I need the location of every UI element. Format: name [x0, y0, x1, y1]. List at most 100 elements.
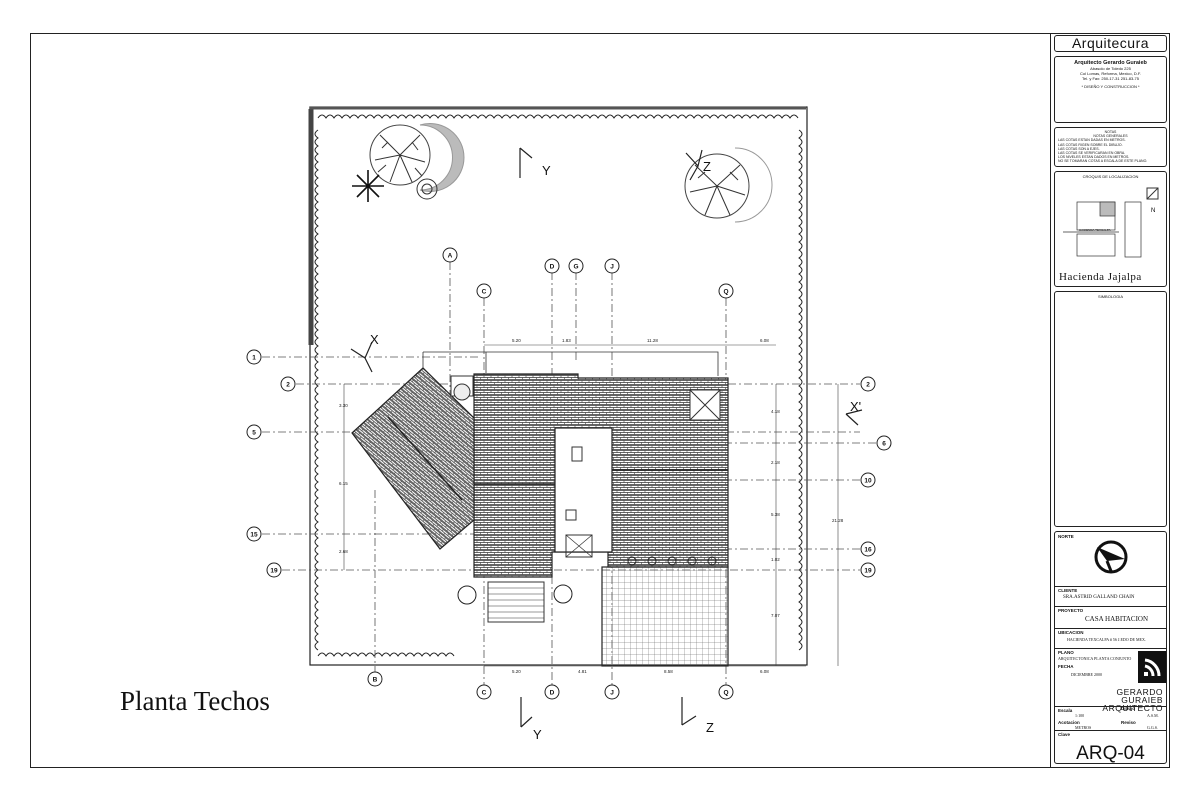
- grid-label-2-left: 2: [286, 382, 290, 389]
- symbology-title: SIMBOLOGIA: [1097, 294, 1124, 299]
- dim-right-1: 4.18: [771, 409, 780, 414]
- grid-bubble-6: [876, 435, 892, 451]
- grid-label-1: 1: [252, 355, 256, 362]
- brand-line-1: GERARDO GURAIEB: [1116, 687, 1163, 705]
- date-label: FECHA: [1058, 664, 1074, 669]
- grid-label-2-right: 2: [866, 382, 870, 389]
- location-street: HACIENDA TEXCALPA: [1079, 228, 1111, 232]
- grid-bubble-2-right: [860, 376, 876, 392]
- dim-right-4: 1.02: [771, 557, 780, 562]
- grid-label-c-top: C: [482, 289, 487, 296]
- grid-label-10: 10: [864, 478, 872, 485]
- tree-left: [369, 123, 465, 192]
- north-arrow-icon: [1094, 540, 1128, 574]
- tree-right: [684, 147, 773, 223]
- lot-boundary: [308, 106, 808, 666]
- note-item: LAS COTAS RIGEN SOBRE EL DIBUJO.: [1058, 142, 1123, 147]
- grid-label-19-left: 19: [270, 568, 278, 575]
- client-label: CLIENTE: [1058, 588, 1078, 593]
- dim-top-2: 1.83: [562, 338, 571, 343]
- grid-bubble-d-bottom: [544, 684, 560, 700]
- plan-label: PLANO: [1058, 650, 1074, 655]
- project-name: CASA HABITACION: [1085, 615, 1149, 623]
- units-label: Acotacion: [1058, 720, 1080, 725]
- note-item: LAS COTAS ESTAN DADAS EN METROS.: [1058, 138, 1126, 143]
- grid-label-19-right: 19: [864, 568, 872, 575]
- dim-bottom-2: 4.81: [578, 669, 587, 674]
- grid-label-c-bottom: C: [482, 690, 487, 697]
- reviewed-label: Reviso: [1121, 720, 1136, 725]
- dim-right-2: 2.18: [771, 460, 780, 465]
- firm-name: Arquitecura: [1054, 35, 1167, 52]
- section-label-x: X: [370, 332, 379, 347]
- patio-light-well: [554, 427, 613, 558]
- grid-label-15: 15: [250, 532, 258, 539]
- dim-bottom-3: 8.58: [664, 669, 673, 674]
- roof-diagonal-wing: [351, 367, 475, 550]
- location-name: Hacienda Jajalpa: [1059, 271, 1142, 283]
- section-label-z-top: Z: [703, 159, 711, 174]
- drawing-sheet: [30, 33, 1170, 768]
- grid-label-16: 16: [864, 547, 872, 554]
- note-item: LAS COTAS SE VERIFICARAN EN OBRA.: [1058, 151, 1126, 156]
- grid-bubble-19-right: [860, 562, 876, 578]
- plan-name: ARQUITECTONICA PLANTA CONJUNTO: [1058, 656, 1132, 661]
- notes-subtitle: NOTAS GENERALES: [1093, 134, 1128, 139]
- grid-bubble-5: [246, 424, 262, 440]
- grid-label-q-bottom: Q: [723, 690, 728, 697]
- office-phone: Tel. y Fax: 250-17-31 251-83-75: [1082, 76, 1139, 81]
- grid-bubble-q-top: [718, 283, 734, 299]
- dim-overall: 21.28: [832, 518, 844, 523]
- grid-bubble-g: [568, 258, 584, 274]
- drawn-by-value: A.S.M.: [1147, 713, 1159, 718]
- location-address: HACIENDA TEXCALPA # 56 J.EDO DE MEX.: [1067, 637, 1146, 642]
- note-item: NO SE TOMARAN COTAS A ESCALA DE ESTE PLA…: [1058, 159, 1148, 164]
- grid-bubbles: [246, 247, 892, 700]
- grid-label-a: A: [448, 253, 453, 260]
- dim-bottom-4: 6.08: [760, 669, 769, 674]
- terrace-grid: [601, 566, 729, 667]
- grid-bubble-1: [246, 349, 262, 365]
- palm-tree: [352, 170, 384, 202]
- grid-bubble-j-bottom: [604, 684, 620, 700]
- grid-label-j-top: J: [610, 264, 614, 271]
- code-label: Clave: [1058, 732, 1071, 737]
- grid-bubble-b: [367, 671, 383, 687]
- location-sketch: CROQUIS DE LOCALIZACION HACIENDA TEXCALP…: [1054, 171, 1167, 287]
- scale-value: 1:100: [1075, 713, 1085, 718]
- grid-bubble-a: [442, 247, 458, 263]
- potted-plants: [457, 556, 717, 605]
- date-value: DICIEMBRE 2000: [1071, 672, 1102, 677]
- grid-bubble-labels: A B C C D D G J J Q Q 1 2 2 5 6 10 15 16…: [250, 253, 886, 697]
- grid-bubble-j-top: [604, 258, 620, 274]
- grid-bubble-16: [860, 541, 876, 557]
- dim-left-2: 6.15: [339, 481, 348, 486]
- hedge-shrubs: [314, 114, 803, 657]
- grid-bubble-c-top: [476, 283, 492, 299]
- office-info: Arquitecto Gerardo Guraieb Abasolo de To…: [1054, 56, 1167, 123]
- dim-top-1: 5.20: [512, 338, 521, 343]
- dim-left-3: 2.68: [339, 549, 348, 554]
- note-item: LAS COTAS SON A EJES.: [1058, 146, 1100, 151]
- grid-bubble-d-top: [544, 258, 560, 274]
- roof-plan-drawing: 5.20 1.83 11.28 6.08 5.20 4.81 8.58 6.08…: [246, 106, 892, 742]
- grid-label-q-top: Q: [723, 289, 728, 296]
- grid-label-6: 6: [882, 441, 886, 448]
- section-label-y-bottom: Y: [533, 727, 542, 742]
- dimension-lines: [343, 344, 839, 667]
- drawn-by-label: Dibujo: [1121, 706, 1135, 711]
- drawing-code: ARQ-04: [1076, 743, 1145, 764]
- architect-brand: GERARDO GURAIEB ARQUITECTO: [1095, 687, 1163, 713]
- note-item: LOS NIVELES ESTAN DADOS EN METROS.: [1058, 155, 1130, 160]
- office-address-1: Abasolo de Toledo 225: [1090, 66, 1131, 71]
- section-marks: [350, 147, 863, 728]
- grid-label-j-bottom: J: [610, 690, 614, 697]
- grid-bubble-c-bottom: [476, 684, 492, 700]
- brand-line-2: ARQUITECTO: [1102, 703, 1163, 713]
- reviewed-value: G.G.S.: [1147, 725, 1159, 730]
- dim-top-3: 11.28: [647, 338, 658, 343]
- scale-label: Escala: [1058, 708, 1073, 713]
- shrub-small: [416, 178, 438, 200]
- notes-title: NOTAS: [1104, 130, 1117, 134]
- dimension-text: 5.20 1.83 11.28 6.08 5.20 4.81 8.58 6.08…: [339, 338, 844, 674]
